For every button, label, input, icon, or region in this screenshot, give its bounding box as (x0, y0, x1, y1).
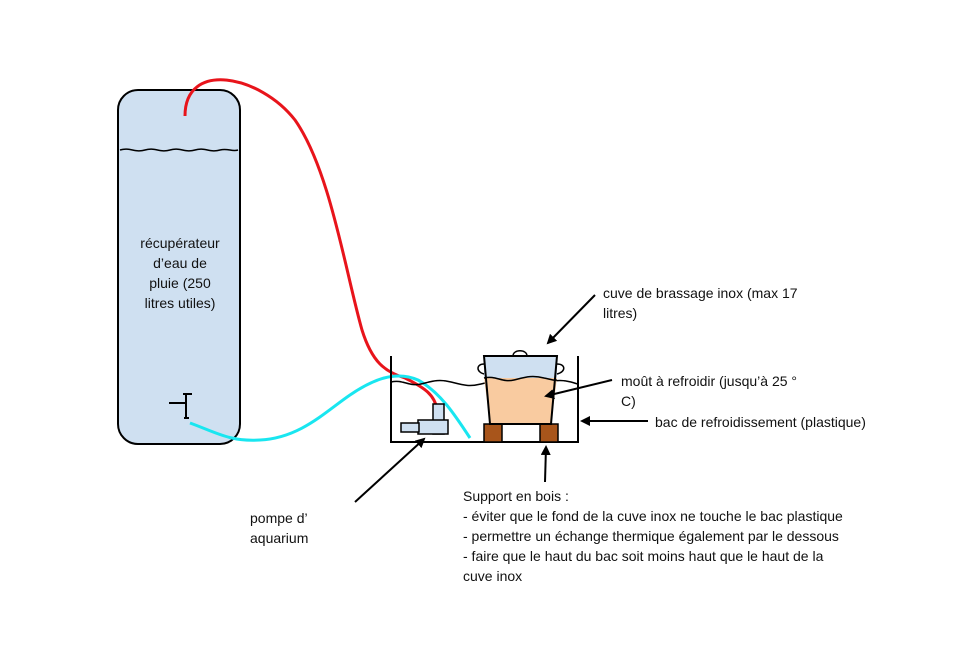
tub-label: bac de refroidissement (plastique) (655, 414, 866, 430)
wort-label: moût à refroidir (jusqu’à 25 ° C) (621, 373, 798, 409)
pump-label: pompe d’ aquarium (250, 510, 309, 546)
wood-support-right (539, 423, 559, 443)
pot-label: cuve de brassage inox (max 17 litres) (603, 285, 798, 321)
arrow-pump (354, 437, 426, 503)
support-label: Support en bois : - éviter que le fond d… (463, 488, 843, 584)
tank-water-line (119, 148, 239, 152)
arrow-pot (546, 294, 596, 345)
hot-return-pipe (183, 78, 439, 411)
aquarium-pump (400, 403, 449, 435)
brewing-pot (477, 350, 565, 425)
wood-support-left (483, 423, 503, 443)
tap-icon (169, 393, 192, 419)
rain-tank (117, 89, 241, 445)
tank-label: récupérateur d’eau de pluie (250 litres … (140, 235, 220, 311)
cold-supply-pipe (189, 374, 472, 442)
arrow-support (540, 445, 551, 483)
arrow-wort (544, 379, 613, 399)
